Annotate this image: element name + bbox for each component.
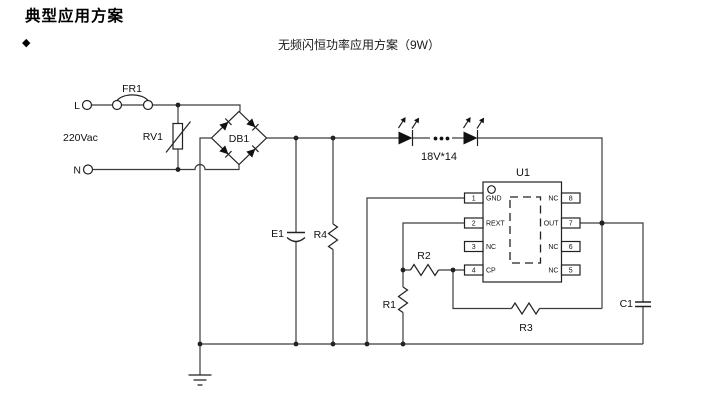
- label-e1: E1: [271, 228, 284, 240]
- resistor-r2-symbol: [409, 263, 440, 277]
- led2-arrow-icon: [476, 117, 485, 129]
- label-db1: DB1: [229, 133, 250, 145]
- page-title: 典型应用方案: [25, 8, 125, 25]
- capacitor-e1-symbol: [286, 231, 306, 243]
- earth-ground-icon: [188, 344, 212, 386]
- pin-number-6: 6: [569, 244, 573, 251]
- terminal-l: [81, 99, 93, 111]
- label-rv1: RV1: [143, 131, 163, 143]
- pin-number-2: 2: [472, 221, 476, 228]
- label-c1: C1: [620, 298, 634, 310]
- pin-number-7: 7: [569, 221, 573, 228]
- pin-number-3: 3: [472, 244, 476, 251]
- bridge-diode-left-top: [219, 118, 232, 131]
- pin-box-7: [560, 217, 581, 229]
- bridge-diode-bottom-right: [246, 145, 259, 158]
- led2-arrow-icon: [462, 117, 471, 129]
- led1-arrow-icon: [397, 117, 406, 129]
- fuse-fr1-symbol: [111, 94, 154, 111]
- wire-neutral-n: [92, 163, 240, 171]
- pin-number-8: 8: [569, 196, 573, 203]
- label-fr1: FR1: [122, 83, 142, 95]
- label-r2: R2: [417, 250, 431, 262]
- pin-box-4: [463, 264, 484, 276]
- led2-symbol: [462, 117, 485, 146]
- pin-box-8: [560, 192, 581, 204]
- resistor-r1-symbol: [397, 286, 409, 313]
- pin-box-5: [560, 264, 581, 276]
- ic-inner-dashed-box: [509, 196, 542, 264]
- label-r1: R1: [383, 299, 397, 311]
- terminal-n: [82, 164, 94, 175]
- label-l: L: [74, 100, 80, 112]
- resistor-r4-symbol: [327, 223, 339, 250]
- pin-box-2: [463, 217, 484, 229]
- pin-box-6: [560, 240, 581, 253]
- label-r3: R3: [519, 322, 533, 334]
- wire-line-l: [91, 104, 241, 112]
- led-ellipsis-dots: [433, 136, 450, 141]
- junction-dots: [175, 102, 605, 347]
- label-u1: U1: [516, 167, 530, 179]
- bullet-diamond-icon: ◆: [22, 37, 31, 49]
- bridge-db1-symbol: [210, 110, 268, 166]
- wire-rext-pin2: [402, 222, 465, 270]
- bridge-diode-top-right: [246, 118, 259, 131]
- label-r4: R4: [314, 229, 328, 241]
- led1-arrow-icon: [411, 117, 420, 129]
- wire-out-pin7: [580, 222, 644, 344]
- ic-u1: 1 2 3 4 8 7 6 5 GND REXT NC CP NC OUT NC…: [463, 181, 581, 283]
- pin-name-gnd: GND: [486, 196, 502, 203]
- pin-number-1: 1: [472, 196, 476, 203]
- wire-bridge-negative: [199, 137, 212, 344]
- capacitor-c1-symbol: [635, 301, 651, 308]
- pin-number-4: 4: [472, 268, 476, 275]
- led1-symbol: [397, 117, 420, 146]
- pin-name-nc6: NC: [548, 244, 558, 251]
- pin-name-nc8: NC: [548, 196, 558, 203]
- bridge-diode-left-bottom: [219, 145, 232, 158]
- ic-body: [482, 181, 563, 283]
- pin-name-out: OUT: [544, 221, 560, 228]
- pin-box-1: [463, 192, 484, 204]
- pin1-indicator-icon: [487, 185, 496, 194]
- pin-box-3: [463, 240, 484, 253]
- pin-name-nc5: NC: [548, 268, 558, 275]
- schematic-caption: 无频闪恒功率应用方案（9W）: [278, 38, 441, 52]
- resistor-r3-symbol: [510, 301, 541, 316]
- reference-labels: L N 220Vac FR1 RV1 DB1 E1 R4 R2 R1 R3 C1…: [63, 83, 633, 334]
- label-n: N: [73, 165, 81, 177]
- label-220vac: 220Vac: [63, 132, 98, 144]
- wire-gnd-pin1: [366, 197, 465, 344]
- pin-number-5: 5: [569, 268, 573, 275]
- pin-name-nc3: NC: [486, 244, 496, 251]
- varistor-rv1-symbol: [165, 121, 191, 153]
- label-led-string: 18V*14: [421, 151, 457, 163]
- pin-name-rext: REXT: [486, 221, 505, 228]
- pin-name-cp: CP: [486, 268, 496, 275]
